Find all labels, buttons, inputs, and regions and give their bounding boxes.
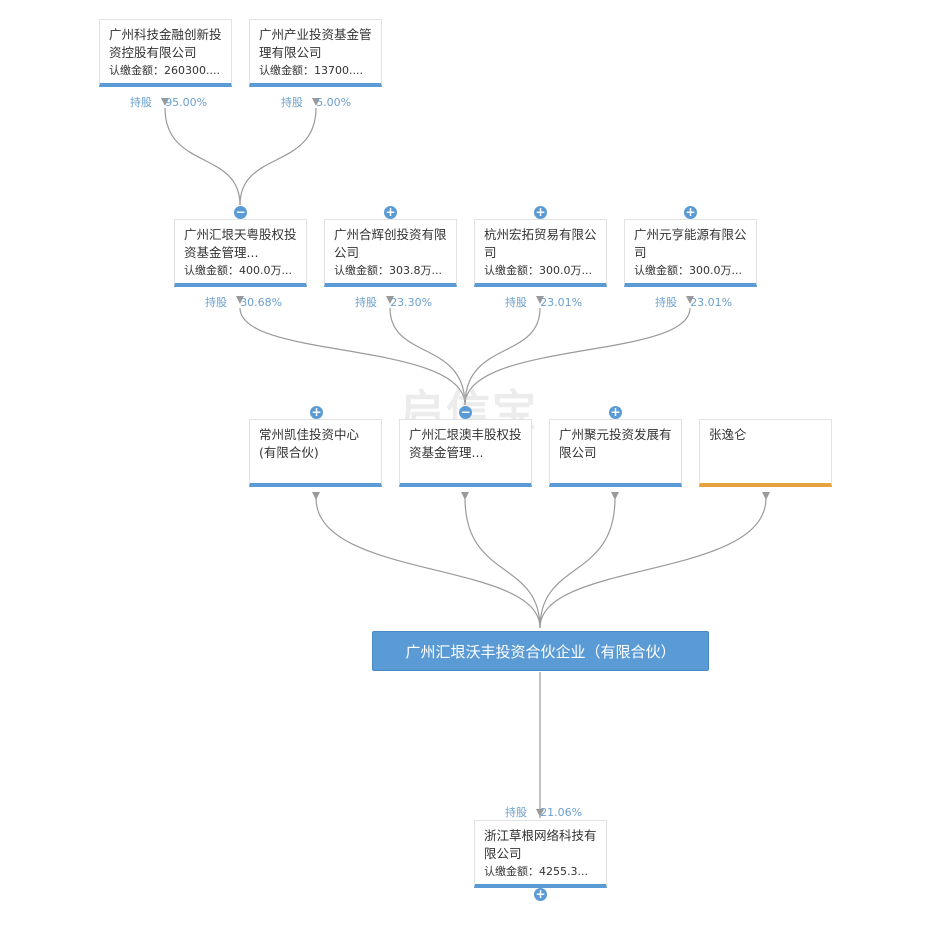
share-percent: 21.06%	[540, 806, 583, 819]
node-amount: 认缴金额：13700....	[259, 64, 363, 77]
shareholder-node[interactable]: 广州汇垠天粤股权投资基金管理... 认缴金额：400.0万...	[174, 219, 307, 287]
node-name: 广州元亨能源有限公司	[634, 227, 747, 260]
node-name: 广州聚元投资发展有限公司	[559, 427, 672, 460]
expand-icon[interactable]: +	[684, 205, 697, 219]
expand-icon[interactable]: +	[310, 405, 323, 419]
shareholder-node[interactable]: 广州产业投资基金管理有限公司 认缴金额：13700....	[249, 19, 382, 87]
node-amount: 认缴金额：303.8万...	[334, 264, 442, 277]
share-percent: 95.00%	[165, 96, 208, 109]
center-company-node[interactable]: 广州汇垠沃丰投资合伙企业（有限合伙）	[372, 631, 709, 671]
shareholder-node[interactable]: 杭州宏拓贸易有限公司 认缴金额：300.0万...	[474, 219, 607, 287]
shareholder-node[interactable]: 常州凯佳投资中心(有限合伙)	[249, 419, 382, 487]
shareholder-node[interactable]: 广州合辉创投资有限公司 认缴金额：303.8万...	[324, 219, 457, 287]
person-node[interactable]: 张逸仑	[699, 419, 832, 487]
node-name: 广州汇垠天粤股权投资基金管理...	[184, 227, 297, 260]
node-name: 广州产业投资基金管理有限公司	[259, 27, 372, 60]
expand-icon[interactable]: +	[609, 405, 622, 419]
share-label: 持股 21.06%	[505, 806, 583, 819]
node-amount: 认缴金额：300.0万...	[484, 264, 592, 277]
share-percent: 23.01%	[690, 296, 733, 309]
shareholder-node[interactable]: 广州元亨能源有限公司 认缴金额：300.0万...	[624, 219, 757, 287]
share-percent: 30.68%	[240, 296, 283, 309]
share-percent: 23.30%	[390, 296, 433, 309]
shareholder-node[interactable]: 广州汇垠澳丰股权投资基金管理...	[399, 419, 532, 487]
node-name: 杭州宏拓贸易有限公司	[484, 227, 597, 260]
collapse-icon[interactable]: −	[459, 405, 472, 419]
share-percent: 5.00%	[316, 96, 352, 109]
node-name: 浙江草根网络科技有限公司	[484, 828, 597, 861]
share-label: 持股 95.00%	[130, 96, 208, 109]
shareholder-node[interactable]: 广州科技金融创新投资控股有限公司 认缴金额：260300....	[99, 19, 232, 87]
node-name: 广州汇垠澳丰股权投资基金管理...	[409, 427, 522, 460]
expand-icon[interactable]: +	[534, 887, 547, 901]
node-amount: 认缴金额：400.0万...	[184, 264, 292, 277]
node-name: 张逸仑	[709, 427, 747, 442]
shareholder-node[interactable]: 广州聚元投资发展有限公司	[549, 419, 682, 487]
expand-icon[interactable]: +	[384, 205, 397, 219]
share-label: 持股 5.00%	[281, 96, 352, 109]
investee-node[interactable]: 浙江草根网络科技有限公司 认缴金额：4255.3...	[474, 820, 607, 888]
collapse-icon[interactable]: −	[234, 205, 247, 219]
share-label: 持股 23.30%	[355, 296, 433, 309]
share-label: 持股 30.68%	[205, 296, 283, 309]
node-amount: 认缴金额：300.0万...	[634, 264, 742, 277]
node-amount: 认缴金额：4255.3...	[484, 865, 588, 878]
share-percent: 23.01%	[540, 296, 583, 309]
share-label: 持股 23.01%	[655, 296, 733, 309]
node-name: 常州凯佳投资中心(有限合伙)	[259, 427, 360, 460]
share-label: 持股 23.01%	[505, 296, 583, 309]
expand-icon[interactable]: +	[534, 205, 547, 219]
node-amount: 认缴金额：260300....	[109, 64, 220, 77]
node-name: 广州科技金融创新投资控股有限公司	[109, 27, 222, 60]
node-name: 广州合辉创投资有限公司	[334, 227, 447, 260]
